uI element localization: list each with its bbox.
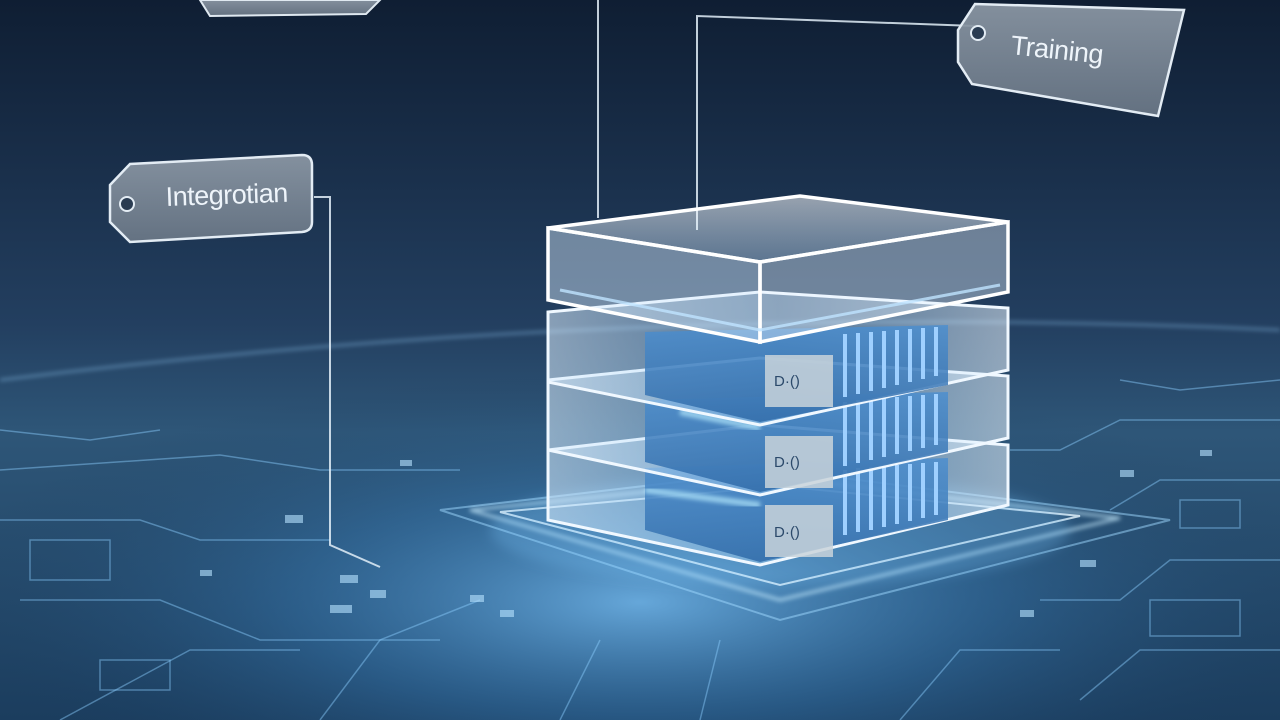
unit-label: D·() xyxy=(774,454,800,471)
drive-slots xyxy=(843,462,938,535)
unit-label: D·() xyxy=(774,373,800,390)
glass-lid xyxy=(546,194,1010,345)
integration-tag[interactable]: Integrotian xyxy=(108,153,314,244)
circuit-nodes xyxy=(200,450,1212,617)
tag-hole-icon xyxy=(970,25,986,41)
tag-hole-icon xyxy=(119,196,135,212)
training-tag[interactable]: Training xyxy=(956,2,1186,118)
unit-panel xyxy=(765,505,833,557)
server-unit-1: D·() xyxy=(546,290,1010,427)
integration-tag-label: Integrotian xyxy=(165,178,288,212)
drive-slots xyxy=(843,327,938,397)
connector-lines xyxy=(314,0,976,568)
unit-panel xyxy=(765,436,833,488)
server-stack: D·() D·() xyxy=(546,194,1010,567)
circuit-floor xyxy=(0,379,1280,720)
unit-panel xyxy=(765,355,833,407)
drive-slots xyxy=(843,394,938,466)
tag-partial-top xyxy=(198,0,382,18)
unit-label: D·() xyxy=(774,524,800,541)
